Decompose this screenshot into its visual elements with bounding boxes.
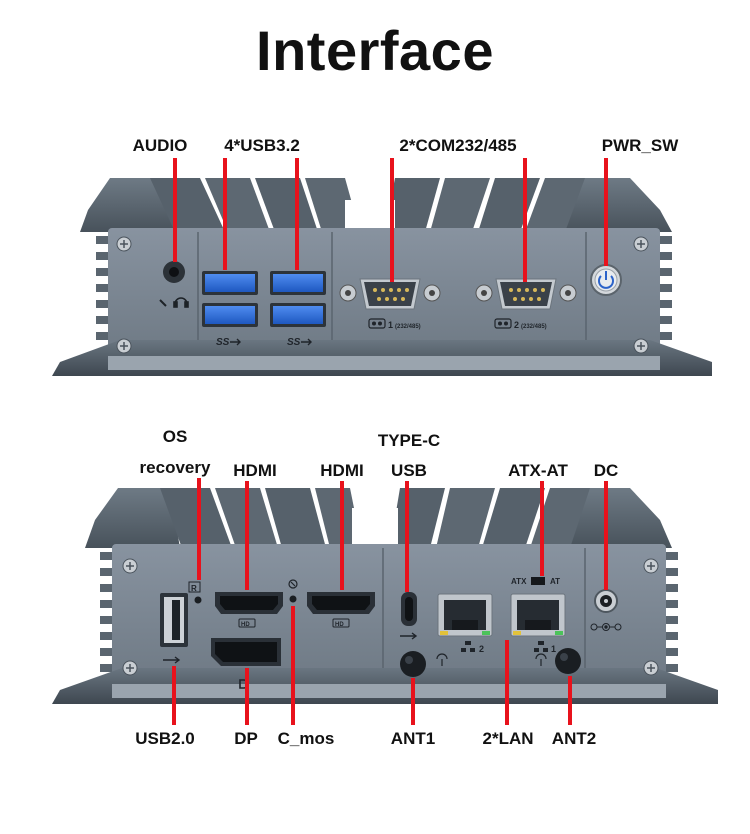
type-c-port[interactable] (401, 592, 417, 626)
atx-mark: ATX (511, 577, 527, 586)
com-port-1[interactable] (339, 278, 441, 310)
at-mark: AT (550, 577, 560, 586)
usb-symbol-icon (400, 632, 418, 640)
hdmi-port-1[interactable] (215, 592, 283, 614)
label-audio: AUDIO (132, 136, 188, 155)
lan-port-2[interactable] (437, 593, 493, 637)
svg-text:(232/485): (232/485) (521, 324, 547, 330)
cmos-button[interactable] (289, 595, 297, 603)
ant1-connector[interactable] (400, 651, 426, 677)
audio-headphone-icon (159, 297, 189, 308)
label-2-lan: 2*LAN (482, 729, 534, 748)
label-os: OS (162, 427, 188, 446)
top-heatsink (80, 178, 672, 232)
recovery-r-mark: R (191, 584, 197, 593)
svg-text:1: 1 (388, 320, 393, 330)
usb-symbol-icon (230, 338, 241, 346)
svg-text:(232/485): (232/485) (395, 324, 421, 330)
audio-jack[interactable] (163, 261, 185, 283)
label-ant1: ANT1 (390, 729, 436, 748)
svg-text:2: 2 (514, 320, 519, 330)
usb-symbol-icon (163, 656, 181, 664)
label-usb20: USB2.0 (135, 729, 195, 748)
dc-jack[interactable] (594, 589, 618, 613)
label-usb32: 4*USB3.2 (224, 136, 300, 155)
pointer-lines (172, 158, 608, 725)
usb20-port[interactable] (160, 593, 188, 647)
label-c-mos: C_mos (277, 729, 335, 748)
label-com: 2*COM232/485 (399, 136, 517, 155)
power-icon (598, 271, 614, 289)
label-type-c: TYPE-C (377, 431, 441, 450)
label-pwr-sw: PWR_SW (601, 136, 679, 155)
dp-port[interactable] (211, 638, 281, 666)
bottom-screws (122, 558, 659, 676)
lan-2-mark: 2 (479, 644, 484, 654)
atx-at-switch[interactable] (531, 577, 545, 585)
label-dc: DC (593, 461, 619, 480)
label-atx-at: ATX-AT (508, 461, 568, 480)
usb-ss-logo-1: SS (216, 337, 230, 348)
antenna-icon-1 (436, 653, 448, 666)
bottom-side-fins (100, 552, 678, 672)
label-type-c-usb: USB (391, 461, 427, 480)
page-title: Interface (256, 19, 494, 82)
usb-symbol-icon (301, 338, 312, 346)
usb-ss-logo-2: SS (287, 337, 301, 348)
top-screws (116, 236, 649, 354)
antenna-icon-2 (535, 653, 547, 666)
cmos-icon (288, 579, 298, 589)
label-hdmi-2: HDMI (320, 461, 364, 480)
network-icon-2 (461, 641, 475, 652)
com-label-1: 1 (232/485) (368, 318, 421, 330)
svg-text:HD: HD (335, 622, 344, 628)
dc-polarity-icon (590, 623, 622, 631)
os-recovery-button[interactable] (188, 581, 202, 604)
label-dp: DP (234, 729, 258, 748)
hdmi-port-2[interactable] (307, 592, 375, 614)
usb32-ports[interactable] (202, 271, 326, 327)
hdmi-logo-2: HD (332, 618, 350, 628)
svg-text:HD: HD (241, 622, 250, 628)
label-recovery: recovery (139, 458, 211, 477)
lan-port-1[interactable] (510, 593, 566, 637)
bottom-heatsink (85, 488, 672, 548)
label-ant2: ANT2 (551, 729, 597, 748)
top-side-fins (96, 236, 672, 340)
label-hdmi-1: HDMI (233, 461, 277, 480)
lan-1-mark: 1 (551, 644, 556, 654)
com-port-2[interactable] (475, 278, 577, 310)
com-label-2: 2 (232/485) (494, 318, 547, 330)
bottom-front-panel (112, 544, 666, 686)
ant2-connector[interactable] (555, 648, 581, 674)
network-icon-1 (534, 641, 548, 652)
hdmi-logo-1: HD (238, 618, 256, 628)
